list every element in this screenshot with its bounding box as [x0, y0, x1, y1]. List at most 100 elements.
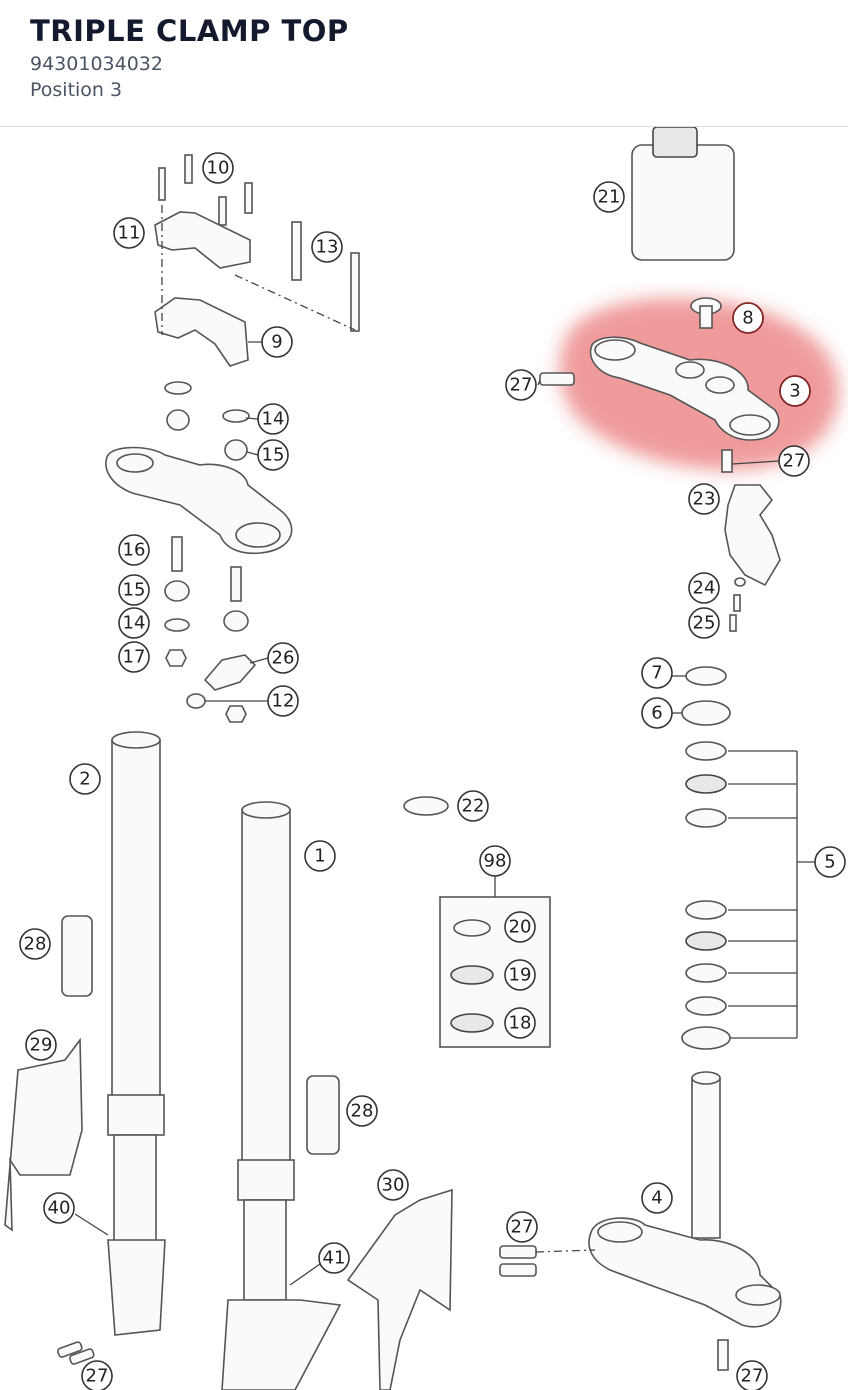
svg-text:23: 23 [693, 489, 716, 510]
callout-14-lower[interactable]: 14 [118, 607, 150, 639]
callout-12[interactable]: 12 [267, 685, 299, 717]
callout-15-lower[interactable]: 15 [118, 574, 150, 606]
svg-text:6: 6 [651, 703, 662, 724]
pad-28-right [306, 1075, 340, 1155]
callout-15[interactable]: 15 [257, 439, 289, 471]
svg-text:7: 7 [651, 663, 662, 684]
callout-10[interactable]: 10 [202, 152, 234, 184]
callout-40[interactable]: 40 [43, 1192, 75, 1224]
svg-text:27: 27 [783, 451, 806, 472]
bushing-group [164, 536, 257, 723]
callout-30[interactable]: 30 [377, 1169, 409, 1201]
callout-7[interactable]: 7 [641, 657, 673, 689]
callout-19[interactable]: 19 [504, 959, 536, 991]
svg-text:9: 9 [271, 332, 282, 353]
svg-text:22: 22 [462, 796, 485, 817]
callout-27-bottom-left[interactable]: 27 [81, 1360, 113, 1390]
callout-98[interactable]: 98 [479, 845, 511, 877]
svg-text:29: 29 [30, 1035, 53, 1056]
part-header: TRIPLE CLAMP TOP 94301034032 Position 3 [0, 0, 848, 127]
svg-text:1: 1 [314, 846, 325, 867]
svg-text:27: 27 [511, 1217, 534, 1238]
svg-text:19: 19 [509, 965, 532, 986]
callout-27-lower-middle[interactable]: 27 [506, 1211, 538, 1243]
callout-28-left[interactable]: 28 [19, 928, 51, 960]
svg-text:8: 8 [742, 308, 753, 329]
upper-triple-clamp [539, 297, 780, 473]
svg-text:27: 27 [510, 375, 533, 396]
callout-13[interactable]: 13 [311, 231, 343, 263]
callout-28-right[interactable]: 28 [346, 1095, 378, 1127]
svg-text:2: 2 [79, 769, 90, 790]
callout-27-bottom-right[interactable]: 27 [736, 1360, 768, 1390]
callout-8-highlight-ring [732, 302, 764, 334]
callout-18[interactable]: 18 [504, 1007, 536, 1039]
callout-23[interactable]: 23 [688, 483, 720, 515]
svg-text:20: 20 [509, 917, 532, 938]
callout-2[interactable]: 2 [69, 763, 101, 795]
svg-text:13: 13 [316, 237, 339, 258]
exploded-parts-diagram: 10 11 13 9 14 15 16 15 14 17 26 12 21 8 … [4, 127, 846, 1390]
bearing-stack [681, 666, 815, 1050]
o-ring-22 [403, 796, 449, 816]
svg-text:16: 16 [123, 540, 146, 561]
svg-text:14: 14 [123, 613, 146, 634]
svg-text:41: 41 [323, 1248, 346, 1269]
svg-text:10: 10 [207, 158, 230, 179]
callout-9[interactable]: 9 [261, 326, 293, 358]
callout-4[interactable]: 4 [641, 1182, 673, 1214]
svg-text:14: 14 [262, 409, 285, 430]
svg-text:27: 27 [86, 1366, 109, 1387]
callout-41[interactable]: 41 [318, 1242, 350, 1274]
washer-spacer-group [164, 381, 250, 461]
svg-text:28: 28 [24, 934, 47, 955]
part-number: 94301034032 [30, 53, 163, 75]
svg-text:18: 18 [509, 1013, 532, 1034]
callout-14[interactable]: 14 [257, 403, 289, 435]
callout-27-upper-left[interactable]: 27 [505, 369, 537, 401]
svg-text:15: 15 [123, 580, 146, 601]
svg-text:17: 17 [123, 647, 146, 668]
callout-11[interactable]: 11 [113, 217, 145, 249]
svg-text:24: 24 [693, 578, 716, 599]
svg-text:11: 11 [118, 223, 141, 244]
callout-24[interactable]: 24 [688, 572, 720, 604]
svg-text:4: 4 [651, 1188, 662, 1209]
svg-text:28: 28 [351, 1101, 374, 1122]
svg-text:27: 27 [741, 1366, 764, 1387]
callout-26[interactable]: 26 [267, 642, 299, 674]
bracket-23 [724, 484, 781, 587]
svg-text:98: 98 [484, 851, 507, 872]
part-position: Position 3 [30, 79, 123, 101]
svg-text:5: 5 [824, 852, 835, 873]
fork-oil-bottle [631, 127, 735, 261]
svg-text:21: 21 [598, 187, 621, 208]
callout-20[interactable]: 20 [504, 911, 536, 943]
handlebar-clamp-group [154, 154, 360, 367]
svg-text:12: 12 [272, 691, 295, 712]
callout-6[interactable]: 6 [641, 697, 673, 729]
svg-text:26: 26 [272, 648, 295, 669]
svg-text:30: 30 [382, 1175, 405, 1196]
pad-28-left [61, 915, 93, 997]
callout-25[interactable]: 25 [688, 607, 720, 639]
callout-3-highlight-ring [779, 375, 811, 407]
svg-text:3: 3 [789, 381, 800, 402]
callout-27-upper-right[interactable]: 27 [778, 445, 810, 477]
callout-1[interactable]: 1 [304, 840, 336, 872]
svg-text:40: 40 [48, 1198, 71, 1219]
fork-guard-30 [346, 1188, 453, 1390]
fork-guard-29 [4, 1037, 83, 1232]
fork-leg-right [221, 801, 342, 1390]
callout-29[interactable]: 29 [25, 1029, 57, 1061]
callout-5[interactable]: 5 [814, 846, 846, 878]
part-title: TRIPLE CLAMP TOP [30, 14, 349, 48]
callout-17[interactable]: 17 [118, 641, 150, 673]
callout-21[interactable]: 21 [593, 181, 625, 213]
callout-16[interactable]: 16 [118, 534, 150, 566]
fork-leg-left [107, 731, 166, 1336]
svg-text:15: 15 [262, 445, 285, 466]
lower-triple-clamp-stem [499, 1071, 782, 1371]
callout-22[interactable]: 22 [457, 790, 489, 822]
svg-text:25: 25 [693, 613, 716, 634]
